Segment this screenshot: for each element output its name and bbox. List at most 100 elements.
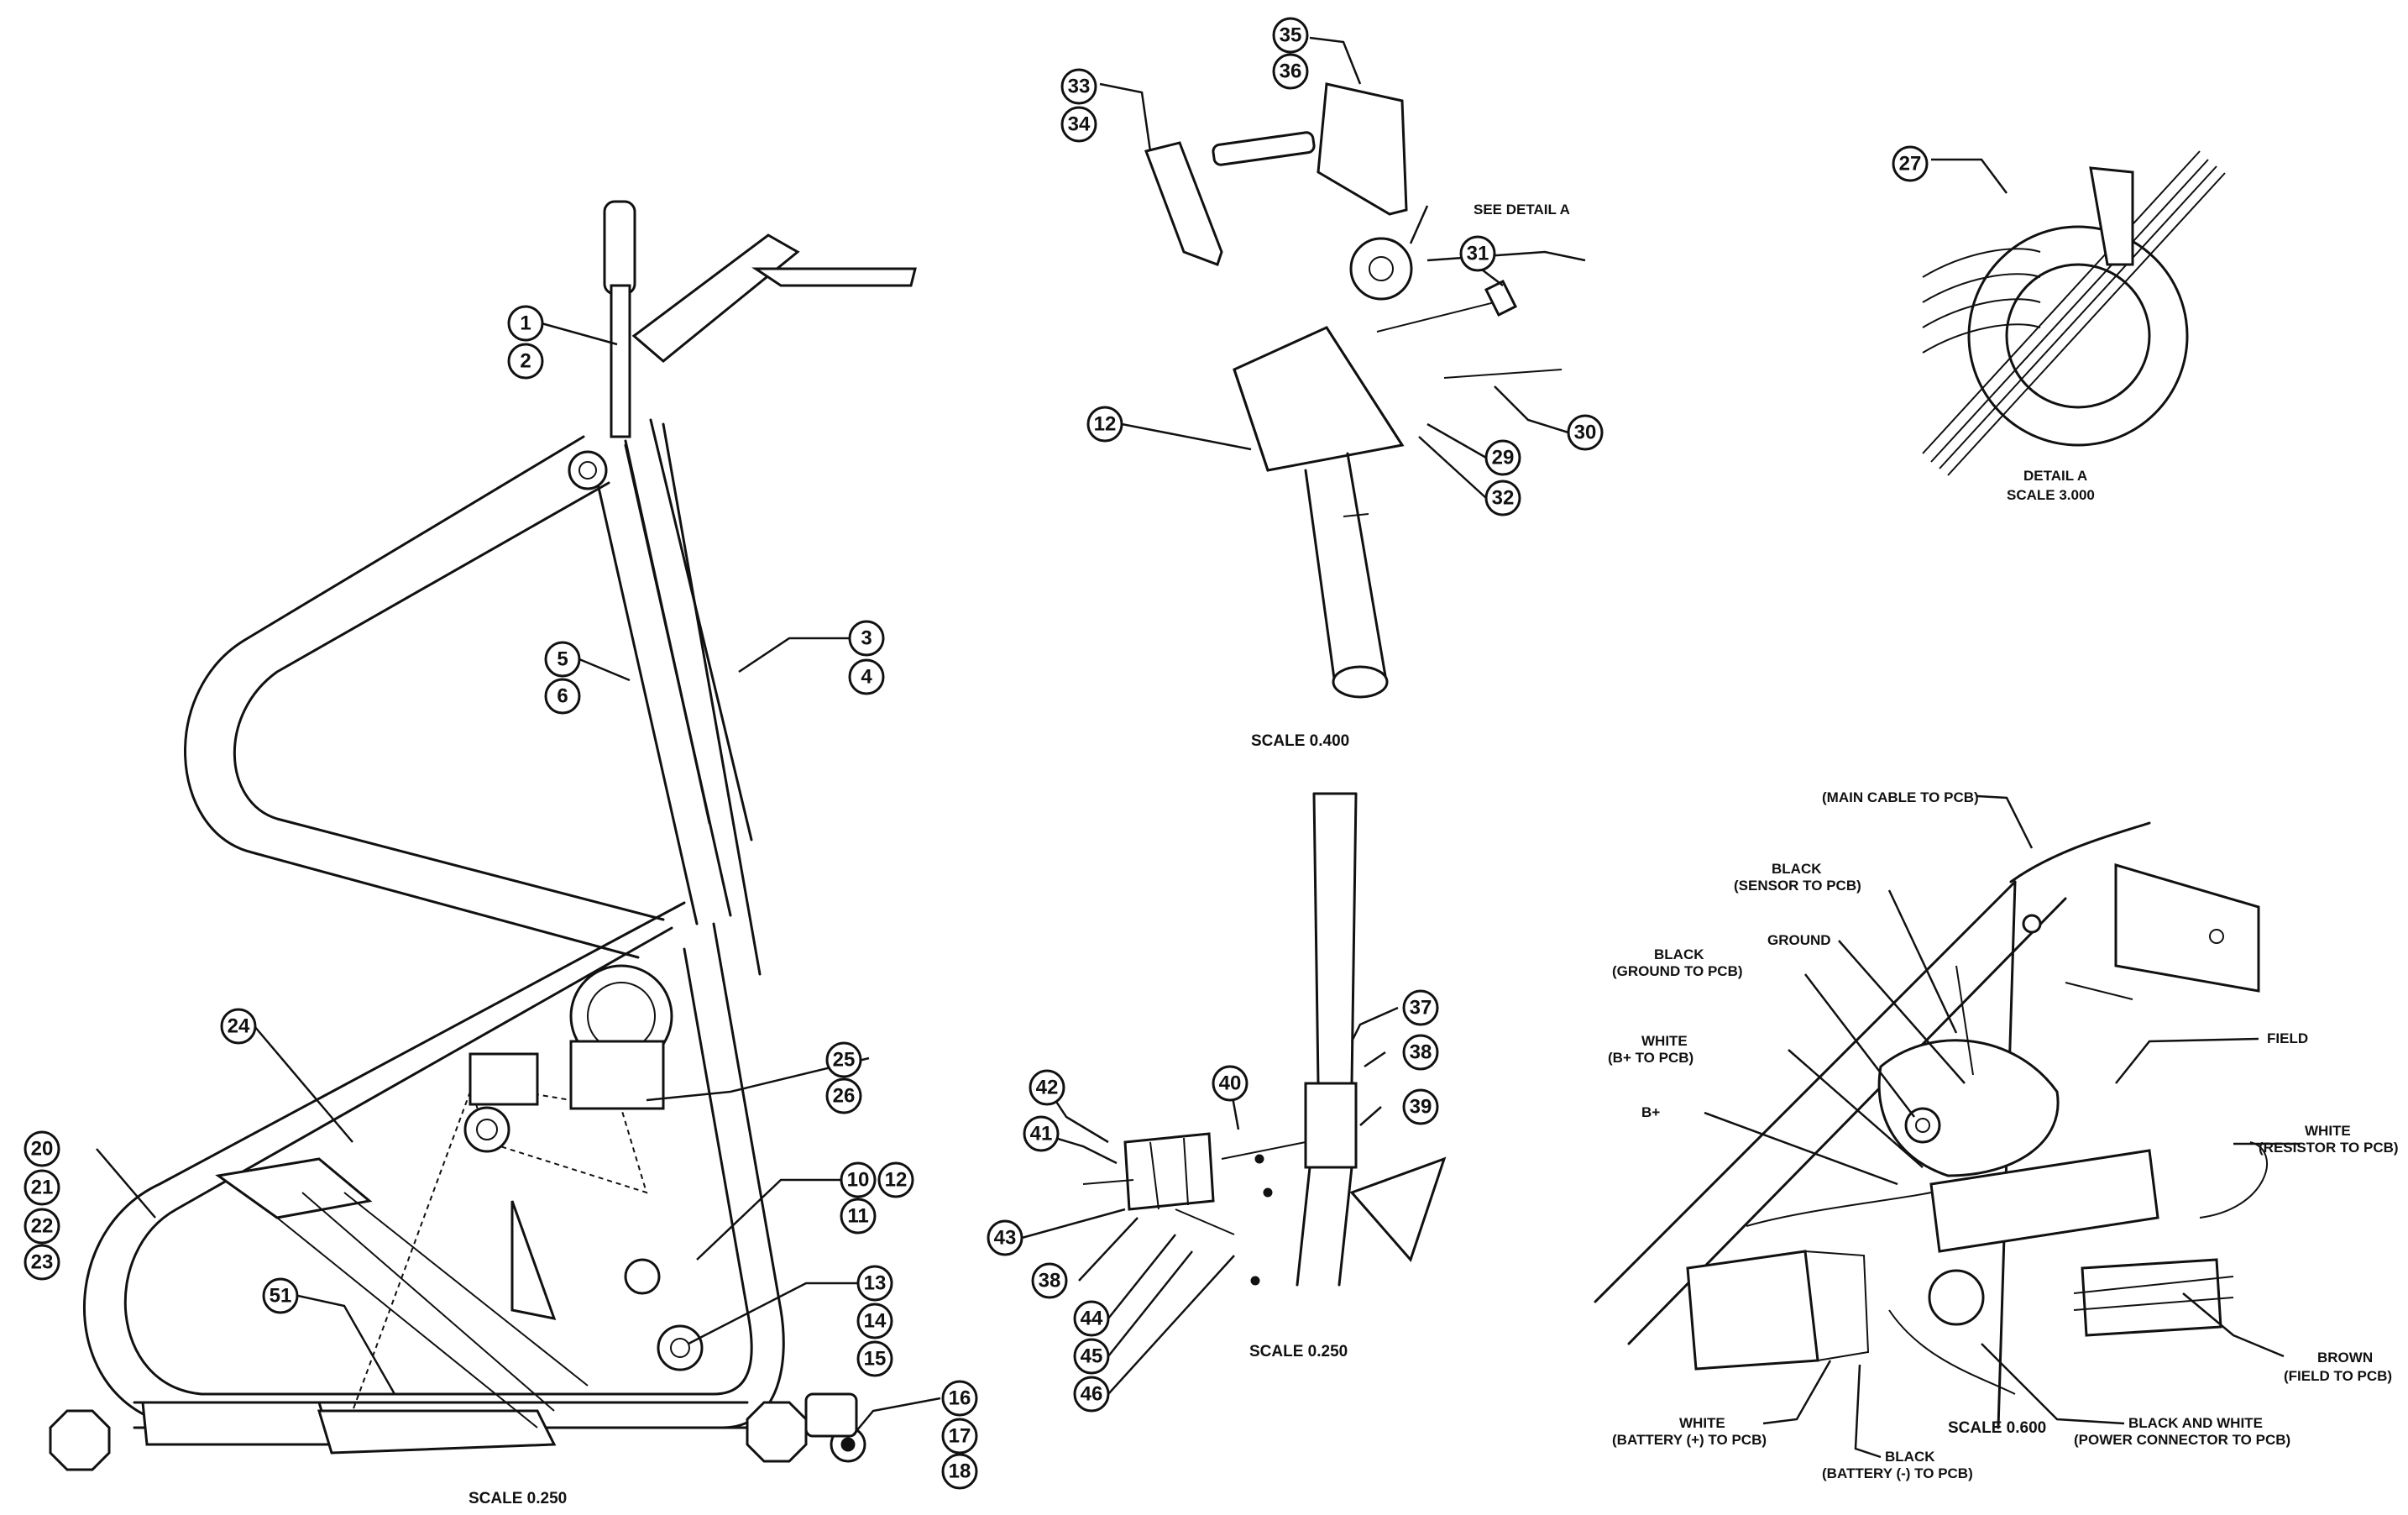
part-balloon: 3 — [848, 620, 885, 657]
svg-text:23: 23 — [31, 1251, 54, 1274]
svg-text:6: 6 — [557, 685, 568, 708]
svg-text:20: 20 — [31, 1138, 54, 1161]
svg-text:35: 35 — [1280, 24, 1302, 47]
svg-text:46: 46 — [1081, 1383, 1103, 1406]
part-balloon: 41 — [1023, 1115, 1060, 1152]
upright-tube — [1312, 792, 1320, 1085]
part-balloon: 23 — [24, 1244, 60, 1281]
main-cable-label: (MAIN CABLE TO PCB) — [1822, 789, 1979, 805]
svg-text:40: 40 — [1219, 1072, 1242, 1095]
upright-column — [590, 456, 699, 925]
wire-white — [2199, 1141, 2268, 1219]
part-balloon: 44 — [1073, 1300, 1110, 1337]
scale-mid: SCALE 0.250 — [1249, 1343, 1348, 1360]
part-balloon: 25 — [825, 1041, 862, 1078]
part-balloon: 24 — [220, 1008, 257, 1045]
white-bplus-sub: (B+ TO PCB) — [1608, 1050, 1693, 1066]
svg-text:13: 13 — [864, 1272, 887, 1295]
detail-scale: SCALE 3.000 — [2007, 487, 2095, 503]
svg-text:2: 2 — [520, 350, 531, 373]
mount-bolt — [1082, 1179, 1134, 1185]
capacitor — [1928, 1269, 1985, 1326]
white-resistor-sub: (RESISTOR TO PCB) — [2259, 1140, 2399, 1156]
svg-text:37: 37 — [1410, 997, 1432, 1020]
scale-top: SCALE 0.400 — [1251, 732, 1349, 750]
svg-text:51: 51 — [270, 1285, 292, 1308]
drive-pulley — [463, 1106, 510, 1153]
tube-end — [1332, 665, 1389, 699]
svg-text:22: 22 — [31, 1215, 54, 1238]
part-balloon: 22 — [24, 1208, 60, 1245]
black-sensor-sub: (SENSOR TO PCB) — [1734, 878, 1861, 894]
part-balloon: 18 — [941, 1453, 978, 1490]
part-balloon: 43 — [987, 1219, 1023, 1256]
foot-cap-left — [49, 1409, 111, 1471]
part-balloon: 36 — [1272, 53, 1309, 90]
svg-text:30: 30 — [1574, 422, 1597, 444]
foot-pedal-left — [141, 1401, 334, 1446]
svg-text:18: 18 — [949, 1460, 971, 1483]
frame-tube-1 — [1594, 880, 2017, 1303]
detail-a-view — [1922, 150, 2226, 476]
part-balloon: 10 — [840, 1161, 877, 1198]
svg-text:41: 41 — [1030, 1123, 1053, 1145]
handle-post — [624, 439, 711, 825]
part-balloon: 39 — [1402, 1088, 1439, 1125]
white-battery-label: WHITE — [1679, 1415, 1725, 1431]
u-bracket — [1123, 1132, 1215, 1211]
svg-text:38: 38 — [1410, 1041, 1432, 1064]
resistor — [2081, 1258, 2222, 1337]
svg-text:3: 3 — [861, 627, 872, 650]
svg-text:4: 4 — [861, 666, 872, 689]
svg-text:21: 21 — [31, 1177, 54, 1199]
part-balloon: 4 — [848, 658, 885, 695]
support-tube — [1304, 469, 1337, 686]
knob — [1484, 279, 1518, 317]
idler-gear — [624, 1258, 661, 1295]
rear-loop-frame-inner — [233, 481, 665, 921]
svg-text:45: 45 — [1081, 1345, 1103, 1368]
see-detail-label: SEE DETAIL A — [1474, 202, 1570, 218]
mount-block — [1304, 1082, 1358, 1169]
black-sensor-label: BLACK — [1772, 861, 1822, 877]
detail-a-callout — [1349, 237, 1413, 301]
pivot-bearing — [568, 450, 608, 490]
rear-loop-frame — [184, 435, 640, 959]
black-battery-sub: (BATTERY (-) TO PCB) — [1822, 1465, 1973, 1481]
svg-text:42: 42 — [1036, 1077, 1059, 1099]
svg-text:14: 14 — [864, 1310, 887, 1333]
svg-text:39: 39 — [1410, 1096, 1432, 1119]
scale-wiring: SCALE 0.600 — [1948, 1419, 2046, 1437]
foot-pedal-right — [317, 1409, 557, 1455]
part-balloon: 31 — [1459, 235, 1496, 272]
svg-text:25: 25 — [833, 1049, 856, 1072]
upright-mount-view — [1082, 792, 1447, 1287]
part-balloon: 29 — [1484, 439, 1521, 476]
part-balloon: 40 — [1212, 1065, 1248, 1102]
svg-text:26: 26 — [833, 1085, 856, 1108]
text-labels: SEE DETAIL A DETAIL A SCALE 3.000 SCALE … — [469, 202, 2399, 1507]
part-balloon: 33 — [1060, 68, 1097, 105]
black-white-sub: (POWER CONNECTOR TO PCB) — [2074, 1432, 2290, 1448]
part-balloon: 20 — [24, 1130, 60, 1167]
part-balloon: 45 — [1073, 1338, 1110, 1375]
white-resistor-label: WHITE — [2305, 1123, 2351, 1139]
console-arm — [631, 233, 800, 363]
white-battery-sub: (BATTERY (+) TO PCB) — [1612, 1432, 1767, 1448]
bracket-left — [1144, 141, 1223, 266]
motor-housing — [2114, 862, 2260, 993]
black-ground-label: BLACK — [1654, 946, 1704, 962]
part-balloon: 38 — [1031, 1262, 1068, 1299]
part-balloon: 42 — [1029, 1069, 1065, 1106]
part-balloon: 17 — [941, 1418, 978, 1455]
part-balloon: 15 — [856, 1340, 893, 1377]
part-balloon: 51 — [262, 1277, 299, 1314]
svg-text:33: 33 — [1068, 76, 1091, 98]
part-balloon: 14 — [856, 1303, 893, 1339]
ground-label: GROUND — [1767, 932, 1831, 948]
part-balloon: 13 — [856, 1265, 893, 1302]
part-balloon: 2 — [507, 343, 544, 380]
handle-grip — [603, 200, 636, 296]
svg-text:10: 10 — [847, 1169, 870, 1192]
